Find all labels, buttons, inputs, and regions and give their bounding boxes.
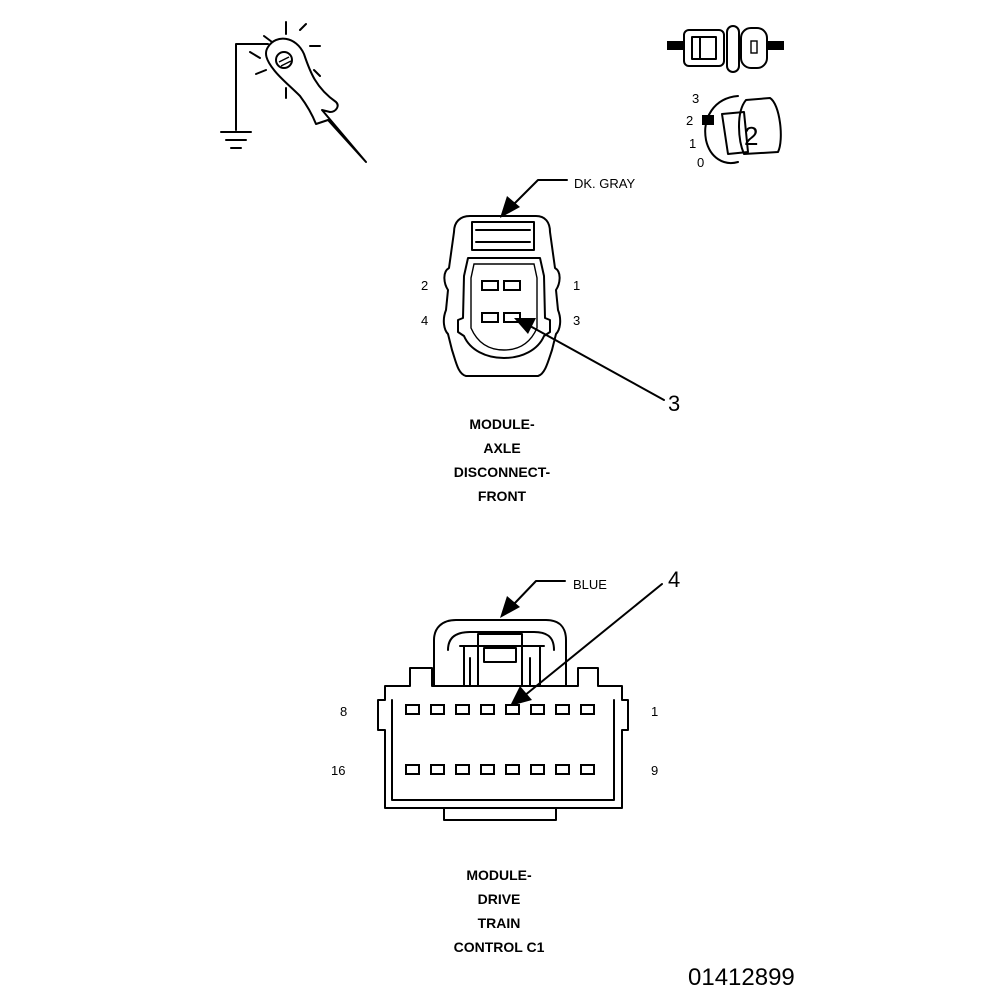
drivetrain-pin-2 bbox=[555, 704, 570, 715]
drivetrain-connector-color-label: BLUE bbox=[573, 577, 607, 592]
drivetrain-pin-label-9: 9 bbox=[651, 763, 658, 778]
axle-title-line-3: DISCONNECT- bbox=[454, 464, 551, 480]
axle-pin-2-cavity bbox=[481, 280, 499, 291]
drivetrain-pin-7 bbox=[430, 704, 445, 715]
key-label: 2 bbox=[744, 121, 758, 151]
drivetrain-control-connector: BLUE bbox=[331, 567, 680, 955]
drivetrain-pin-10 bbox=[555, 764, 570, 775]
drivetrain-callout-number: 4 bbox=[668, 567, 680, 592]
key-position-2: 2 bbox=[686, 113, 693, 128]
axle-callout-number: 3 bbox=[668, 391, 680, 416]
key-position-0: 0 bbox=[697, 155, 704, 170]
key-position-3: 3 bbox=[692, 91, 699, 106]
axle-title-line-1: MODULE- bbox=[469, 416, 535, 432]
drivetrain-pin-11 bbox=[530, 764, 545, 775]
axle-pin-4-cavity bbox=[481, 312, 499, 323]
drivetrain-pin-3 bbox=[530, 704, 545, 715]
axle-pin-1-cavity bbox=[503, 280, 521, 291]
drivetrain-pin-13 bbox=[480, 764, 495, 775]
drivetrain-pin-8 bbox=[405, 704, 420, 715]
drivetrain-pin-15 bbox=[430, 764, 445, 775]
axle-title-line-2: AXLE bbox=[483, 440, 520, 456]
drivetrain-callout-arrowhead bbox=[510, 686, 532, 706]
drivetrain-pin-label-1: 1 bbox=[651, 704, 658, 719]
drivetrain-pin-row-bottom bbox=[405, 764, 595, 775]
drivetrain-title-line-2: DRIVE bbox=[478, 891, 521, 907]
axle-connector-color-label: DK. GRAY bbox=[574, 176, 635, 191]
axle-pin-label-3: 3 bbox=[573, 313, 580, 328]
axle-color-arrowhead bbox=[500, 196, 520, 218]
drivetrain-pin-label-8: 8 bbox=[340, 704, 347, 719]
axle-callout-arrowhead bbox=[514, 318, 536, 334]
drivetrain-pin-12 bbox=[505, 764, 520, 775]
drivetrain-pin-4 bbox=[505, 704, 520, 715]
axle-pin-3-cavity bbox=[503, 312, 521, 323]
drivetrain-pin-9 bbox=[580, 764, 595, 775]
drivetrain-pin-16 bbox=[405, 764, 420, 775]
drivetrain-pin-6 bbox=[455, 704, 470, 715]
back-probe-test-light-icon bbox=[220, 21, 367, 163]
drivetrain-pin-row-top bbox=[405, 704, 595, 715]
drivetrain-pin-5 bbox=[480, 704, 495, 715]
drivetrain-title-line-1: MODULE- bbox=[466, 867, 532, 883]
axle-pin-label-4: 4 bbox=[421, 313, 428, 328]
drivetrain-pin-label-16: 16 bbox=[331, 763, 345, 778]
axle-pin-label-1: 1 bbox=[573, 278, 580, 293]
drivetrain-title-line-3: TRAIN bbox=[478, 915, 521, 931]
drivetrain-pin-1 bbox=[580, 704, 595, 715]
figure-code: 01412899 bbox=[688, 964, 795, 991]
axle-disconnect-connector: DK. GRAY 2 1 4 3 3 MODULE- AXLE DISCONNE… bbox=[421, 176, 680, 504]
drivetrain-pin-14 bbox=[455, 764, 470, 775]
axle-pin-label-2: 2 bbox=[421, 278, 428, 293]
ignition-switch-position-icon: 3 2 1 0 2 bbox=[686, 91, 782, 170]
axle-title-line-4: FRONT bbox=[478, 488, 527, 504]
drivetrain-title-line-4: CONTROL C1 bbox=[454, 939, 545, 955]
key-position-1: 1 bbox=[689, 136, 696, 151]
drivetrain-color-arrowhead bbox=[500, 596, 520, 618]
disconnected-connector-icon bbox=[667, 25, 784, 73]
